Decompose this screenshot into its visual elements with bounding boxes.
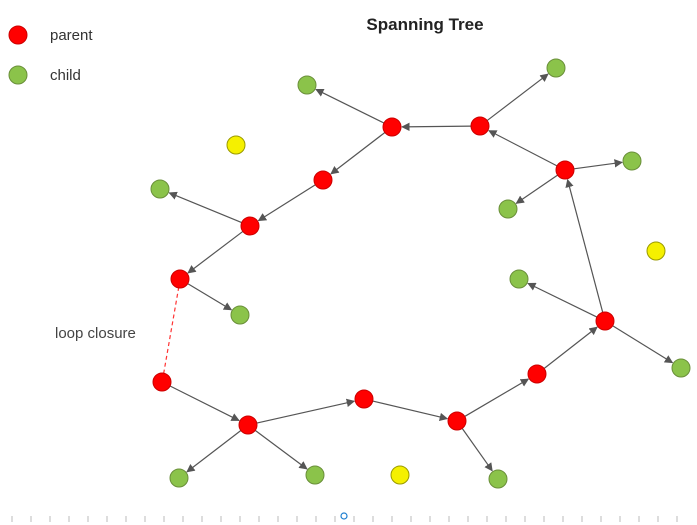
parent-node-p10	[354, 389, 374, 409]
edge-p7-c8	[612, 325, 674, 364]
legend: parent child	[8, 25, 93, 85]
bottom-ruler	[11, 516, 678, 522]
child-node-c3	[622, 151, 642, 171]
edge-p6-c7	[187, 283, 233, 311]
loop-closure-label: loop closure	[55, 325, 136, 342]
edge-p5-c4	[168, 191, 242, 224]
parent-node-p5	[240, 216, 260, 236]
parent-node-p1	[382, 117, 402, 137]
child-node-c8	[671, 358, 691, 378]
edge-p12-p8	[464, 378, 530, 417]
edge-p10-p12	[372, 400, 449, 422]
edge-p7-p4	[565, 178, 604, 313]
child-node-c10	[305, 465, 325, 485]
other-node-y3	[390, 465, 410, 485]
edge-p2-c2	[486, 73, 549, 122]
edge-p5-p6	[187, 230, 244, 274]
edge-p11-p10	[256, 398, 356, 424]
child-node-c5	[498, 199, 518, 219]
legend-item-child: child	[8, 65, 81, 85]
diagram-title: Spanning Tree	[366, 15, 483, 34]
edge-p11-c10	[254, 429, 308, 470]
edge-p2-p1	[401, 122, 472, 132]
parent-node-p3	[313, 170, 333, 190]
edge-p8-p7	[543, 326, 598, 369]
parent-node-p9	[152, 372, 172, 392]
edge-p3-p5	[257, 184, 316, 222]
parent-node-p11	[238, 415, 258, 435]
child-node-c4	[150, 179, 170, 199]
edge-p9-p11	[169, 385, 240, 422]
parent-node-p8	[527, 364, 547, 384]
edge-p7-c6	[527, 282, 598, 318]
loop-closure-edge	[161, 279, 181, 384]
child-node-c2	[546, 58, 566, 78]
parent-node-p2	[470, 116, 490, 136]
edge-p4-c5	[515, 174, 558, 204]
child-node-c7	[230, 305, 250, 325]
parent-node-p4	[555, 160, 575, 180]
parent-node-p7	[595, 311, 615, 331]
tree-edges	[168, 73, 674, 473]
child-node-c1	[297, 75, 317, 95]
legend-swatch-child	[8, 65, 28, 85]
other-node-y1	[226, 135, 246, 155]
child-node-c11	[488, 469, 508, 489]
tree-nodes	[150, 58, 691, 489]
legend-item-parent: parent	[8, 25, 93, 45]
edge-p1-p3	[330, 132, 386, 175]
legend-swatch-parent	[8, 25, 28, 45]
edge-p4-c3	[573, 159, 623, 170]
other-node-y2	[646, 241, 666, 261]
edge-p4-p2	[488, 130, 558, 167]
legend-label-child: child	[50, 67, 81, 84]
child-node-c6	[509, 269, 529, 289]
ruler-marker-icon	[340, 512, 348, 520]
edge-p11-c9	[186, 430, 242, 473]
child-node-c9	[169, 468, 189, 488]
parent-node-p6	[170, 269, 190, 289]
legend-label-parent: parent	[50, 27, 93, 44]
edge-p12-c11	[461, 428, 493, 472]
edge-p1-c1	[315, 88, 385, 124]
parent-node-p12	[447, 411, 467, 431]
